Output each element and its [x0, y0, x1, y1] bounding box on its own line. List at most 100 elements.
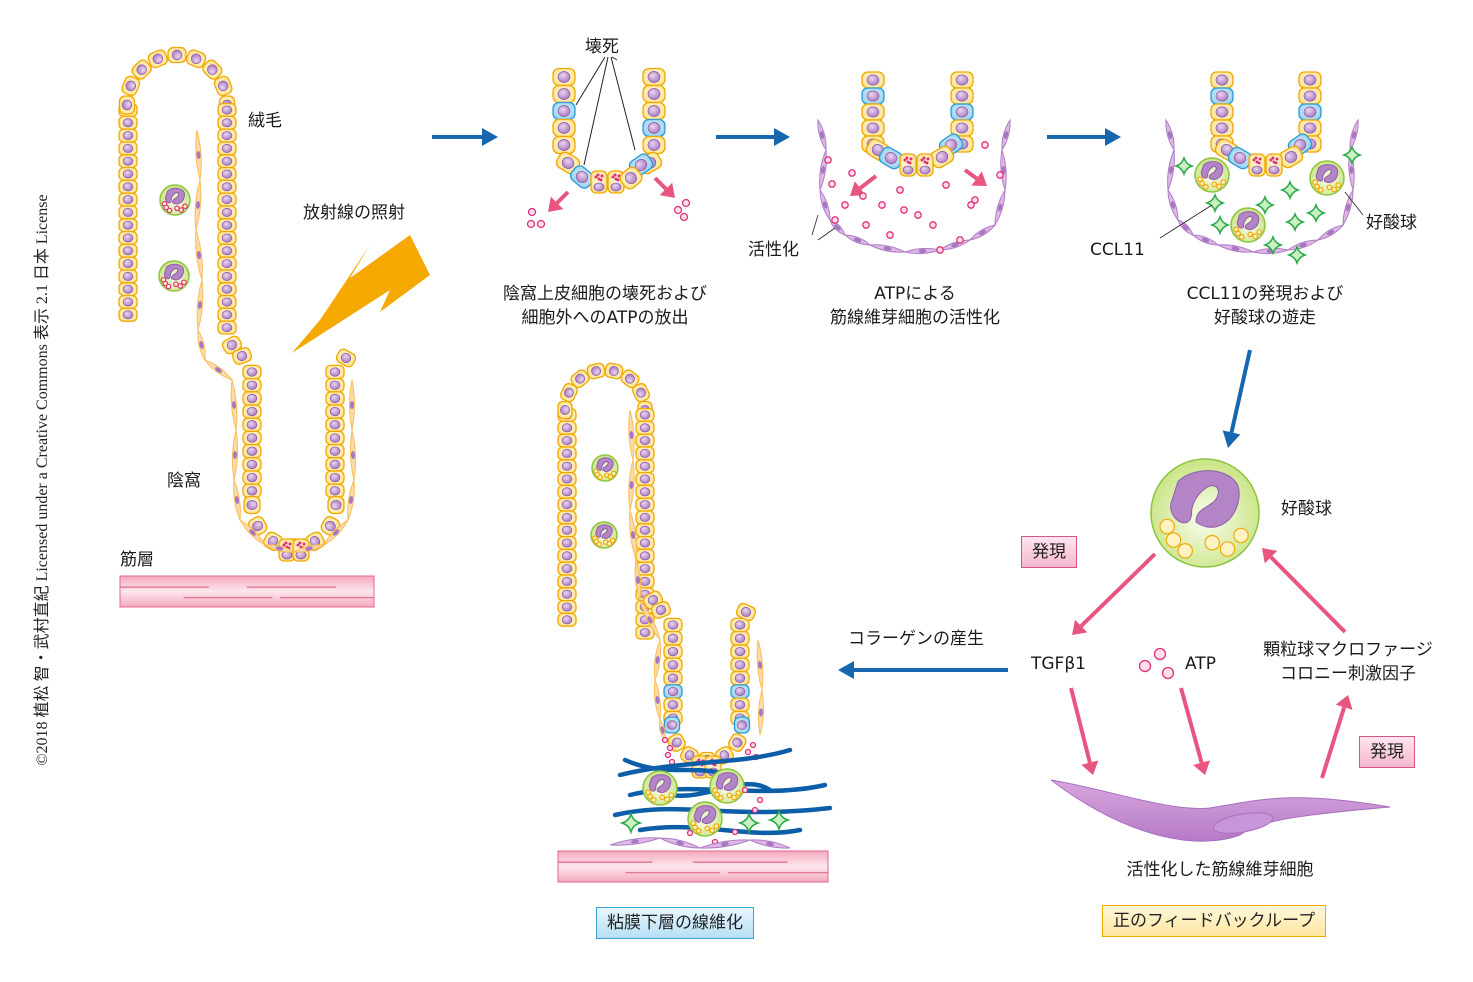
nucleus: [561, 602, 573, 612]
crypt-label: 陰窩: [167, 471, 201, 491]
atp-molecule: [831, 216, 839, 224]
epithelial-cell: [557, 471, 577, 487]
eosinophil-nucleus: [164, 187, 186, 205]
atp-molecule: [859, 192, 867, 200]
ccl11-chemokine: [1204, 192, 1226, 214]
nucleus: [639, 564, 651, 574]
eosinophil-granule: [1199, 180, 1205, 187]
epithelial-cell: [730, 670, 750, 686]
nucleus: [667, 646, 679, 657]
epithelial-cell: [217, 205, 237, 220]
nucleus: [561, 576, 573, 586]
nucleus: [561, 538, 573, 548]
epithelial-cell: [217, 230, 237, 246]
nucleus: [221, 131, 233, 141]
necrotic-cell: [552, 101, 576, 121]
nucleus: [666, 720, 678, 730]
nucleus: [221, 259, 233, 269]
villus-label: 絨毛: [248, 111, 282, 131]
atp-molecule: [967, 201, 975, 209]
eosinophil: [642, 770, 678, 806]
epithelial-cell: [242, 364, 262, 380]
epithelial-cell: [242, 430, 262, 446]
nucleus: [557, 139, 571, 151]
eosinophil-granule: [1159, 518, 1175, 535]
epithelial-cell: [325, 483, 345, 499]
epithelial-cell: [635, 535, 655, 551]
epithelial-cell: [217, 154, 237, 169]
fibroblast-nucleus: [631, 839, 639, 844]
nucleus: [639, 423, 651, 433]
atp-molecule: [661, 736, 669, 744]
epithelial-cell: [663, 617, 683, 633]
nucleus: [221, 169, 233, 179]
nucleus: [221, 207, 233, 217]
muscle-layer-label: 筋層: [120, 550, 154, 570]
fibroblast-nucleus: [199, 341, 204, 349]
nucleus: [561, 461, 573, 471]
nucleus: [246, 406, 258, 417]
atp-arrow-right-head: [971, 171, 987, 186]
granular-cell: [899, 153, 917, 177]
necrotic-cell: [1298, 103, 1322, 121]
eosinophil-granule: [1211, 181, 1218, 188]
fibroblast-nucleus: [660, 726, 665, 734]
eosinophil: [1194, 157, 1230, 193]
nucleus: [935, 151, 949, 163]
epithelial-cell: [118, 128, 138, 143]
fibroblast-nucleus: [1001, 166, 1006, 174]
nucleus: [246, 459, 258, 470]
eosinophil-granule: [1252, 233, 1258, 240]
nucleus: [557, 105, 571, 117]
epithelial-cell: [118, 230, 138, 246]
epithelial-cell: [121, 75, 141, 97]
necrotic-cell: [730, 684, 750, 699]
granular-cell: [607, 170, 625, 194]
epithelial-cell: [642, 67, 666, 87]
nucleus: [236, 351, 248, 361]
epithelial-cell: [552, 84, 576, 104]
expression-arrow-to-tgf-head: [1072, 619, 1088, 635]
epithelial-cell: [557, 484, 577, 499]
fibroblast-nucleus: [195, 201, 201, 209]
eosinophil-granule: [1238, 234, 1245, 240]
eosinophil-label-panel4: 好酸球: [1366, 213, 1417, 233]
epithelial-cell: [635, 561, 655, 576]
myofibroblast-arrow-to-gmcsf: [1320, 706, 1347, 779]
nucleus: [221, 220, 233, 230]
nucleus: [122, 207, 134, 217]
nucleus: [732, 737, 743, 748]
epithelial-cell: [1298, 71, 1322, 89]
nucleus: [190, 53, 202, 65]
nucleus: [575, 170, 589, 184]
epithelial-cell: [217, 102, 237, 118]
nucleus: [608, 366, 619, 376]
eosinophil-granule: [1314, 183, 1320, 190]
nucleus: [207, 64, 218, 75]
nucleus: [122, 156, 134, 166]
atp-molecule: [828, 180, 836, 188]
eosinophil-granule: [1204, 534, 1220, 551]
epithelial-cell: [217, 218, 237, 233]
necrosis-leader-line: [583, 56, 609, 166]
epithelial-cell: [217, 115, 237, 130]
epithelial-cell: [663, 697, 683, 713]
submucosal-fibrosis-title: 粘膜下層の線維化: [596, 907, 754, 939]
eosinophil-granule: [731, 794, 737, 801]
epithelial-cell: [118, 141, 138, 156]
nucleus: [671, 737, 682, 748]
epithelial-cell: [663, 670, 683, 686]
muscle-layer: [119, 575, 375, 608]
epithelial-cell: [557, 535, 577, 551]
fibroblast-nucleus: [231, 401, 237, 409]
flow-arrow-1-head: [482, 128, 498, 146]
eosinophil-granule: [178, 207, 185, 213]
epithelial-cell: [325, 404, 345, 419]
epithelial-cell: [221, 335, 243, 355]
epithelial-cell: [118, 282, 138, 297]
epithelial-cell: [242, 483, 262, 499]
atp-arrow-left: [858, 174, 878, 190]
epithelial-cell: [557, 400, 573, 420]
epithelial-cell: [557, 497, 577, 512]
epithelial-cell: [950, 119, 974, 137]
